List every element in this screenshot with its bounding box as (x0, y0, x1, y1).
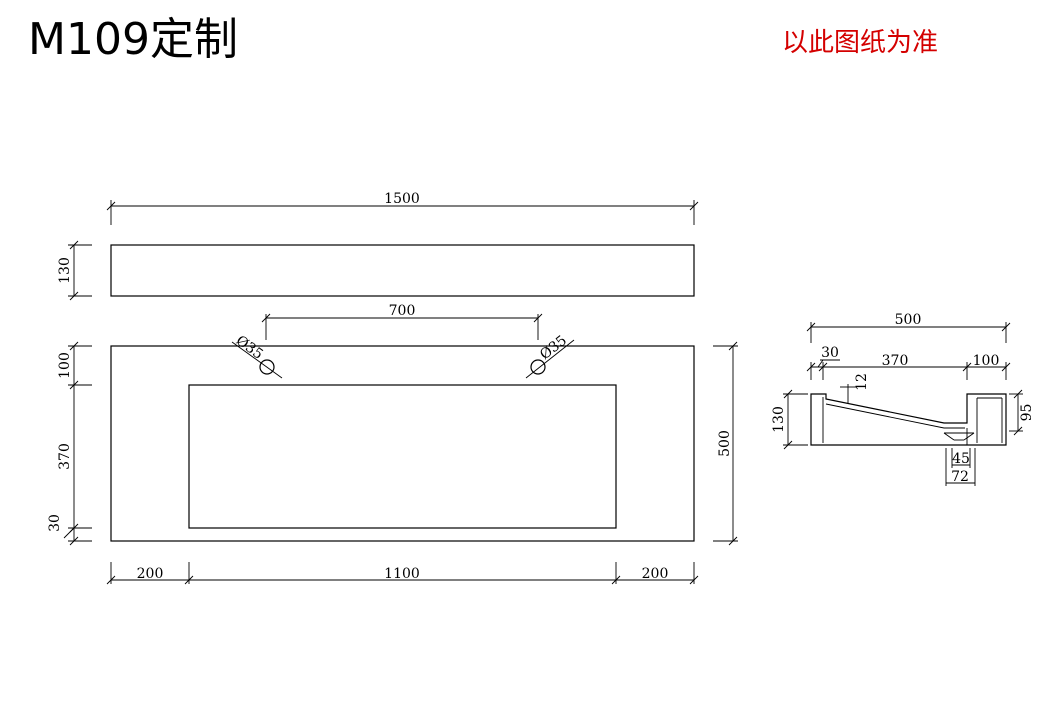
dim-left-margin: 200 (137, 566, 164, 582)
section-view: 500 30 370 100 12 (771, 312, 1035, 486)
basin-outline (188, 384, 617, 529)
slab-outline (110, 345, 695, 542)
dim-front-margin: 30 (47, 514, 63, 532)
apron-view: 1500 130 (57, 191, 699, 301)
section-dim-slope: 370 (882, 353, 909, 369)
dim-hole-spacing: 700 (389, 303, 416, 319)
section-dim-channel-depth: 95 (1019, 404, 1035, 422)
hole-right-label: Ø35 (537, 333, 570, 364)
section-dim-wall: 30 (821, 345, 839, 361)
dim-total-depth: 500 (717, 430, 733, 457)
section-dim-height: 130 (771, 406, 787, 433)
dim-back-margin: 100 (57, 352, 73, 379)
section-dim-drain-width: 72 (951, 469, 969, 485)
section-dim-channel: 100 (973, 353, 1000, 369)
dim-right-margin: 200 (642, 566, 669, 582)
dim-apron-height: 130 (57, 257, 73, 284)
dim-basin-depth: 370 (57, 443, 73, 470)
faucet-hole-left (259, 359, 275, 375)
faucet-hole-right (530, 359, 546, 375)
section-dim-bottom: 12 (854, 373, 870, 391)
drawing-title: M109定制 (28, 14, 238, 65)
section-dim-drain-gap: 45 (952, 451, 970, 467)
drain-detail (943, 432, 975, 441)
apron-outline (110, 244, 695, 297)
dim-basin-width: 1100 (384, 566, 420, 582)
section-dim-total-depth: 500 (895, 312, 922, 328)
plan-view: 700 Ø35 Ø35 100 370 30 500 (47, 303, 738, 585)
hole-left-label: Ø35 (233, 333, 266, 363)
section-outline (810, 393, 1007, 446)
dim-total-width: 1500 (384, 191, 420, 207)
drawing-note: 以此图纸为准 (782, 28, 939, 58)
